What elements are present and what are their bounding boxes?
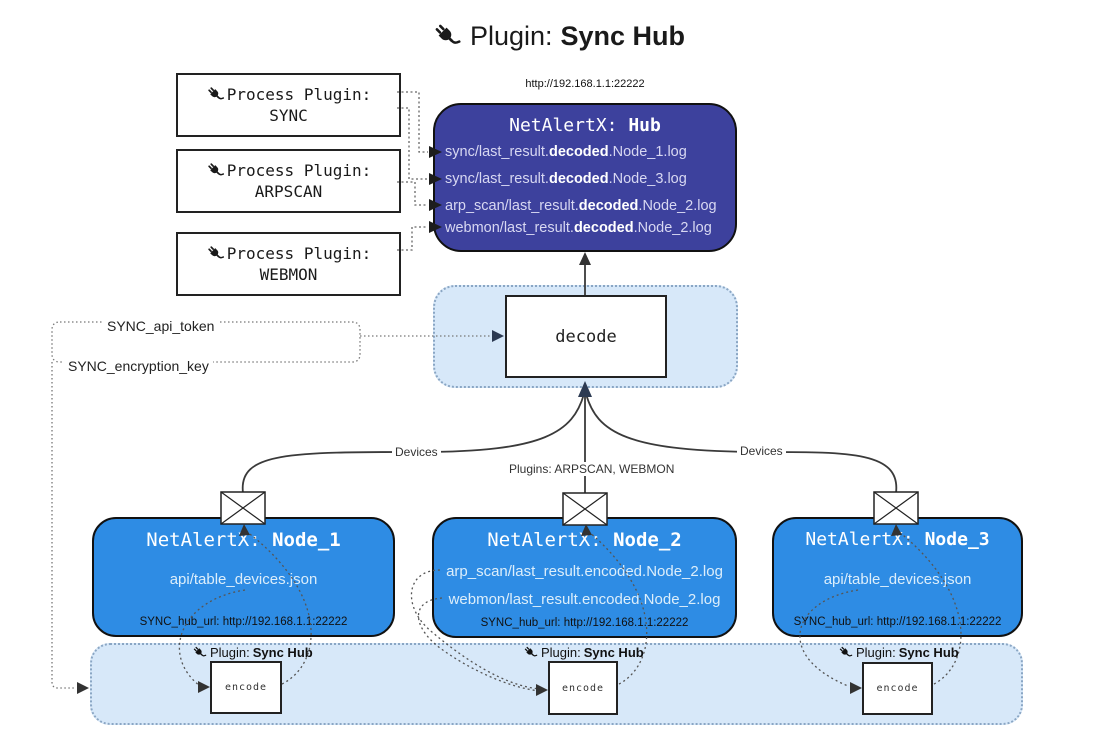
plug-icon xyxy=(192,645,207,660)
page-title-name: Sync Hub xyxy=(560,20,686,51)
plug-icon xyxy=(206,244,225,263)
band-label-1: Plugin:Sync Hub xyxy=(192,645,313,660)
hub-title: NetAlertX: Hub xyxy=(435,115,735,136)
plugins-center-label: Plugins: ARPSCAN, WEBMON xyxy=(506,462,678,476)
band-label-3: Plugin:Sync Hub xyxy=(838,645,959,660)
plug-icon xyxy=(523,645,538,660)
encode-box-2: encode xyxy=(548,661,618,715)
node-file-line: arp_scan/last_result.encoded.Node_2.log xyxy=(446,563,723,580)
hub-url-label: http://192.168.1.1:22222 xyxy=(525,78,645,90)
plug-icon xyxy=(206,85,225,104)
node-1-box: NetAlertX: Node_1 api/table_devices.json… xyxy=(92,517,395,637)
process-plugin-name: SYNC xyxy=(269,106,308,125)
node-3-box: NetAlertX: Node_3 api/table_devices.json… xyxy=(772,517,1023,637)
sync-api-token-label: SYNC_api_token xyxy=(103,318,219,334)
hub-log-line: webmon/last_result.decoded.Node_2.log xyxy=(445,220,712,236)
process-plugin-name: ARPSCAN xyxy=(254,182,323,201)
plug-icon xyxy=(432,21,462,51)
hub-log-line: arp_scan/last_result.decoded.Node_2.log xyxy=(445,198,717,214)
encode-box-1: encode xyxy=(210,661,282,714)
node-file-line: api/table_devices.json xyxy=(169,571,318,588)
node-hub-url: SYNC_hub_url: http://192.168.1.1:22222 xyxy=(480,617,689,629)
plugin-to-hub-links xyxy=(397,91,428,251)
plug-icon xyxy=(206,161,225,180)
hub-title-prefix: NetAlertX: xyxy=(509,115,629,136)
decode-box: decode xyxy=(505,295,667,378)
node-title: NetAlertX: Node_3 xyxy=(805,529,990,550)
process-plugin-label: Process Plugin: xyxy=(226,161,372,180)
hub-log-line: sync/last_result.decoded.Node_1.log xyxy=(445,144,687,160)
devices-right-label: Devices xyxy=(737,444,786,458)
process-plugin-webmon: Process Plugin: WEBMON xyxy=(176,232,401,296)
node-to-decode-curves xyxy=(241,392,898,494)
node-title: NetAlertX: Node_1 xyxy=(146,529,341,551)
node-title: NetAlertX: Node_2 xyxy=(487,529,682,551)
page-title: Plugin: Sync Hub xyxy=(0,14,1117,58)
band-label-2: Plugin:Sync Hub xyxy=(523,645,644,660)
hub-title-name: Hub xyxy=(628,115,661,136)
process-plugin-label: Process Plugin: xyxy=(226,85,372,104)
node-hub-url: SYNC_hub_url: http://192.168.1.1:22222 xyxy=(139,616,348,628)
process-plugin-sync: Process Plugin: SYNC xyxy=(176,73,401,137)
process-plugin-name: WEBMON xyxy=(259,265,318,284)
node-hub-url: SYNC_hub_url: http://192.168.1.1:22222 xyxy=(793,616,1002,628)
node-file-line: webmon/last_result.encoded.Node_2.log xyxy=(448,591,721,608)
hub-box: NetAlertX: Hub sync/last_result.decoded.… xyxy=(433,103,737,252)
devices-left-label: Devices xyxy=(392,445,441,459)
plug-icon xyxy=(838,645,853,660)
page-title-prefix: Plugin: xyxy=(469,20,553,51)
node-file-line: api/table_devices.json xyxy=(823,571,972,588)
process-plugin-label: Process Plugin: xyxy=(226,244,372,263)
node-2-box: NetAlertX: Node_2 arp_scan/last_result.e… xyxy=(432,517,737,638)
keys-to-band-arrow xyxy=(77,682,89,694)
encode-box-3: encode xyxy=(862,662,933,715)
hub-log-line: sync/last_result.decoded.Node_3.log xyxy=(445,171,687,187)
process-plugin-arpscan: Process Plugin: ARPSCAN xyxy=(176,149,401,213)
sync-encryption-key-label: SYNC_encryption_key xyxy=(64,358,213,374)
